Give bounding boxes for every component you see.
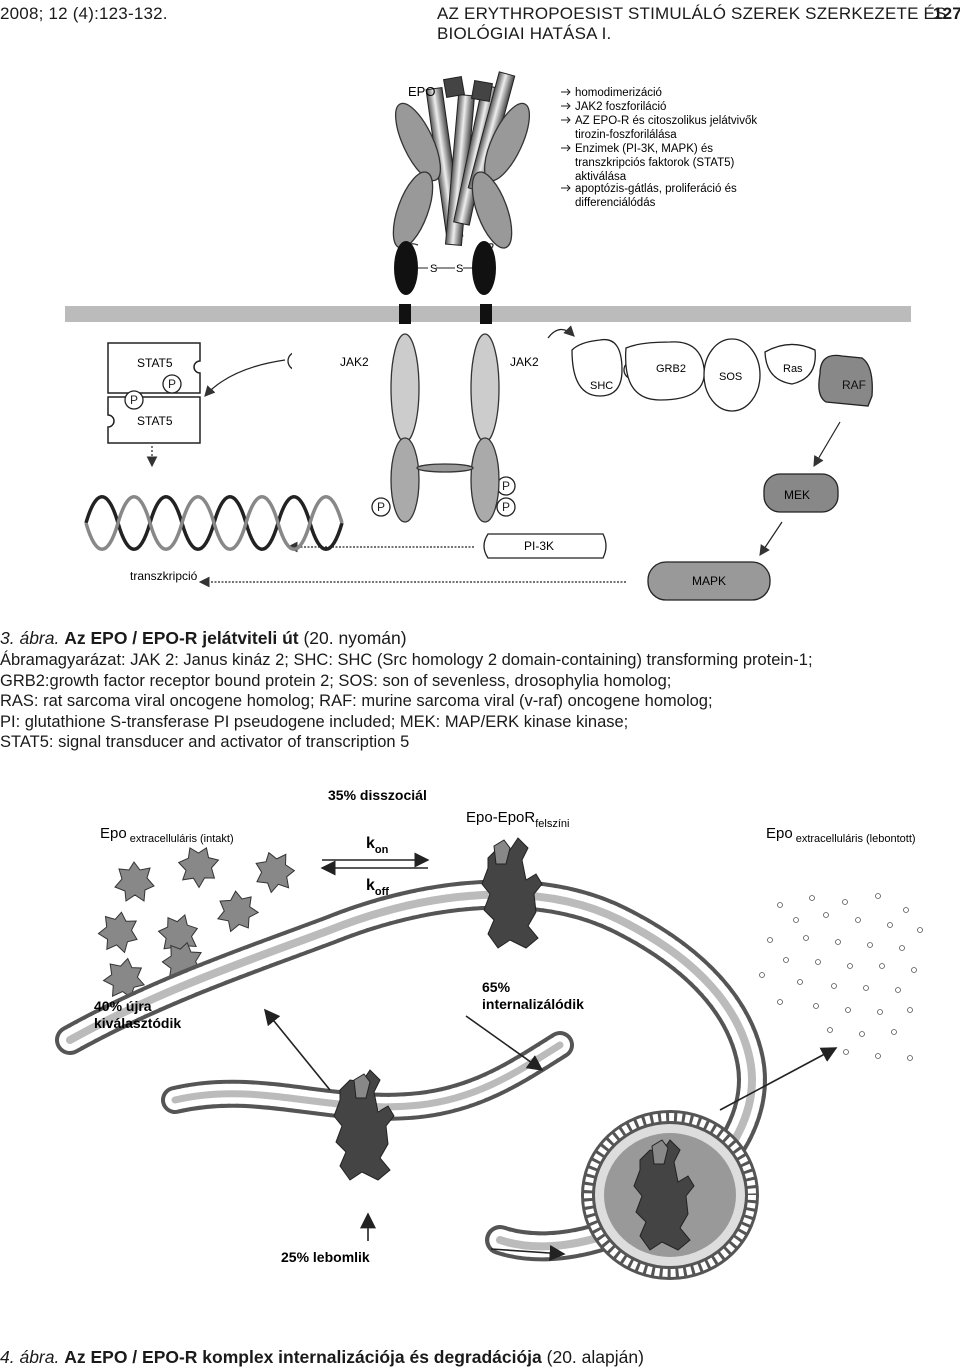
effect-item: differenciálódás [575, 197, 656, 209]
grb2-protein: GRB2 [624, 341, 705, 401]
svg-text:P: P [168, 377, 176, 391]
disulfide-domains [394, 241, 496, 295]
effect-item: AZ EPO-R és citoszolikus jelátvivők [575, 115, 757, 127]
ras-protein: Ras [764, 343, 816, 385]
legend-line: STAT5: signal transducer and activator o… [0, 733, 410, 751]
figure3-legend: Ábramagyarázat: JAK 2: Janus kináz 2; SH… [0, 650, 950, 753]
page-number: 127 [933, 4, 960, 23]
epo-receptor-extracellular [392, 102, 531, 256]
jak2-right-label: JAK2 [510, 355, 539, 369]
effect-item: aktiválása [575, 171, 627, 183]
svg-text:P: P [502, 479, 510, 493]
legend-line: GRB2:growth factor receptor bound protei… [0, 671, 672, 690]
degraded-epo-fragments [759, 893, 923, 1061]
svg-text:Ras: Ras [783, 363, 803, 375]
jak2-region [292, 342, 600, 390]
svg-text:SHC: SHC [590, 380, 613, 392]
activation-arrow [547, 325, 575, 339]
effect-item: Enzimek (PI-3K, MAPK) és [575, 143, 713, 155]
endosome-membrane [161, 1031, 574, 1121]
figure4-caption: 4. ábra. Az EPO / EPO-R komplex internal… [0, 1347, 644, 1367]
internalized-label: 65%internalizálódik [482, 979, 584, 1012]
s-right-label: S [456, 263, 463, 275]
effects-list: homodimerizáció JAK2 foszforiláció AZ EP… [561, 87, 757, 209]
epo-helix-bundle [425, 71, 516, 246]
jak2-left-label: JAK2 [340, 355, 369, 369]
mek-protein: MEK [763, 473, 839, 513]
intact-epo-molecules [97, 847, 296, 999]
kon-label: kon [366, 835, 389, 856]
degraded-label: 25% lebomlik [281, 1249, 370, 1265]
jak2-kinase-ovals [390, 333, 500, 523]
transcription-label: transzkripció [130, 569, 198, 583]
stat5-bottom-label: STAT5 [137, 414, 173, 428]
svg-text:P: P [130, 393, 138, 407]
epo-epor-complex [333, 837, 695, 1251]
process-arrows [263, 1008, 838, 1261]
raf-protein: RAF [818, 354, 873, 407]
effect-item: transzkripciós faktorok (STAT5) [575, 157, 735, 169]
dna-helix [84, 495, 344, 551]
svg-text:P: P [502, 500, 510, 514]
dissociate-label: 35% disszociál [328, 787, 427, 803]
shc-protein: SHC [571, 338, 623, 397]
legend-line: Ábramagyarázat: JAK 2: Janus kináz 2; SH… [0, 651, 813, 669]
effect-item: JAK2 foszforiláció [575, 101, 666, 113]
svg-text:GRB2: GRB2 [656, 363, 686, 375]
koff-label: koff [366, 877, 389, 898]
figure3-caption: 3. ábra. Az EPO / EPO-R jelátviteli út (… [0, 628, 407, 648]
sos-protein: SOS [703, 338, 761, 412]
svg-text:SOS: SOS [719, 371, 742, 383]
rate-arrows [320, 852, 430, 876]
legend-line: RAS: rat sarcoma viral oncogene homolog;… [0, 692, 713, 710]
epo-signaling-figure: EPO S S homodimerizáció JAK2 foszforilác… [65, 71, 911, 601]
svg-text:PI-3K: PI-3K [524, 539, 554, 553]
svg-text:P: P [377, 500, 385, 514]
effect-item: apoptózis-gátlás, proliferáció és [575, 183, 737, 195]
stat5-top-label: STAT5 [137, 356, 173, 370]
svg-text:MAPK: MAPK [692, 574, 726, 588]
journal-citation: 2008; 12 (4):123-132. [0, 4, 168, 23]
transmembrane-left [399, 304, 411, 324]
effect-item: homodimerizáció [575, 87, 662, 99]
epo-epor-label: Epo-EpoRfelszíni [466, 809, 569, 830]
legend-line: PI: glutathione S-transferase PI pseudog… [0, 712, 629, 731]
running-title: AZ ERYTHROPOESIST STIMULÁLÓ SZEREK SZERK… [437, 4, 947, 43]
transmembrane-right [480, 304, 492, 324]
mapk-protein: MAPK [647, 561, 771, 601]
svg-text:RAF: RAF [842, 378, 866, 392]
epo-label: EPO [408, 84, 435, 99]
svg-text:MEK: MEK [784, 488, 810, 502]
s-left-label: S [430, 263, 437, 275]
pi3k-protein: PI-3K [483, 533, 607, 559]
effect-item: tirozin-foszforilálása [575, 129, 677, 141]
